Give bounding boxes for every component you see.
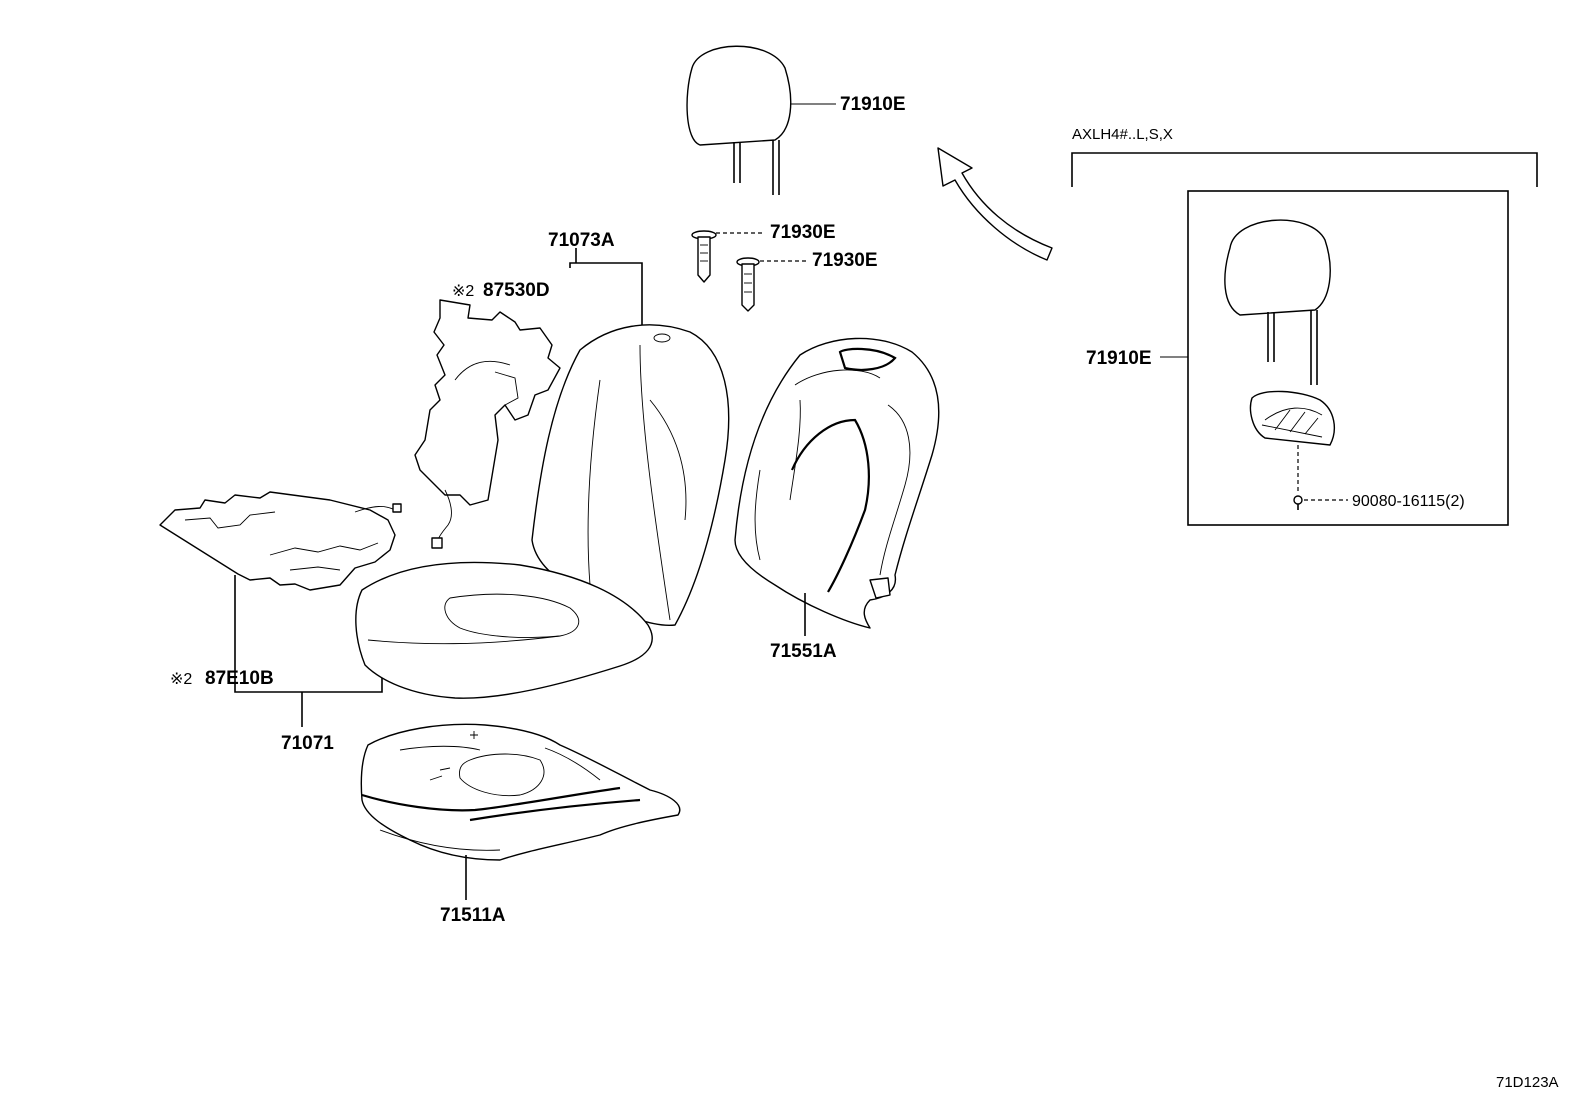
seat-cushion-heater[interactable] bbox=[159, 491, 402, 591]
label-cushion-assy: 71071 bbox=[281, 733, 334, 754]
variant-code: AXLH4#..L,S,X bbox=[1072, 126, 1173, 143]
label-screw: 90080-16115(2) bbox=[1352, 493, 1465, 510]
label-headrest-variant: 71910E bbox=[1086, 348, 1152, 369]
seatback-pad[interactable] bbox=[531, 324, 730, 627]
seatback-heater[interactable] bbox=[414, 299, 561, 549]
label-cushion-cover: 71511A bbox=[440, 905, 506, 926]
variant-box bbox=[1187, 190, 1509, 526]
label-support-1: 71930E bbox=[770, 222, 836, 243]
label-back-heater: 87530D bbox=[483, 280, 550, 301]
seat-cushion-pad[interactable] bbox=[355, 561, 653, 699]
headrest-part[interactable] bbox=[686, 45, 792, 195]
seatback-cover[interactable] bbox=[734, 337, 940, 629]
curved-arrow-icon bbox=[937, 147, 1053, 261]
headrest-variant-part[interactable] bbox=[1224, 219, 1331, 385]
headrest-support-2[interactable] bbox=[736, 257, 760, 312]
figure-code: 71D123A bbox=[1496, 1074, 1559, 1091]
headrest-bracket-part[interactable] bbox=[1249, 390, 1336, 446]
headrest-support-1[interactable] bbox=[691, 230, 717, 283]
screw-part[interactable] bbox=[1293, 495, 1303, 510]
seat-cushion-cover[interactable] bbox=[360, 723, 681, 861]
bracket-back-pad bbox=[569, 262, 643, 325]
label-back-cover: 71551A bbox=[770, 641, 837, 662]
label-support-2: 71930E bbox=[812, 250, 878, 271]
bracket-cushion-assy bbox=[234, 575, 383, 693]
mark-back-heater: ※2 bbox=[452, 283, 474, 300]
label-back-pad: 71073A bbox=[548, 230, 615, 251]
label-headrest: 71910E bbox=[840, 94, 906, 115]
label-seat-heater: 87E10B bbox=[205, 668, 274, 689]
variant-bracket bbox=[1071, 152, 1538, 187]
mark-seat-heater: ※2 bbox=[170, 671, 192, 688]
